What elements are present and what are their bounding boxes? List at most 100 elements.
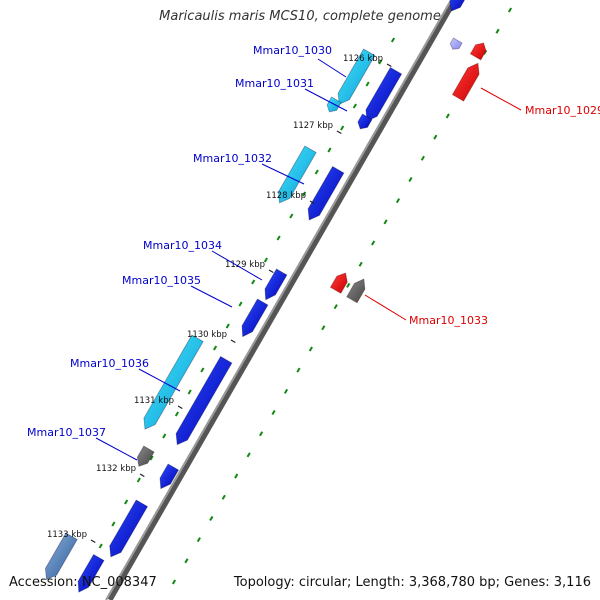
gc-dot-inner bbox=[352, 103, 357, 109]
gc-dot-inner bbox=[98, 543, 103, 549]
tick-mark bbox=[386, 63, 392, 68]
gc-dot-outer bbox=[383, 219, 388, 225]
gc-dot-inner bbox=[301, 191, 307, 197]
gc-dot-outer bbox=[507, 7, 513, 13]
gc-dot-inner bbox=[187, 389, 192, 395]
gene-label: Mmar10_1030 bbox=[253, 44, 332, 57]
gene-arrow-1030b bbox=[365, 66, 403, 122]
gene-label: Mmar10_1037 bbox=[27, 426, 106, 439]
gc-dot-inner bbox=[365, 81, 370, 87]
gc-dot-inner bbox=[390, 37, 396, 43]
tick-label: 1131 kbp bbox=[134, 396, 174, 406]
gc-dot-outer bbox=[420, 155, 425, 161]
tick-label: 1133 kbp bbox=[47, 530, 87, 540]
gc-dot-outer bbox=[234, 473, 239, 479]
gene-arrow-1029-cap bbox=[469, 42, 487, 61]
gc-dot-inner bbox=[289, 213, 294, 219]
genome-backbone bbox=[107, 0, 458, 600]
tick-label: 1129 kbp bbox=[225, 260, 265, 270]
gene-arrow-top-c bbox=[449, 37, 463, 50]
gc-dot-outer bbox=[209, 515, 214, 521]
gene-arrow-1032b bbox=[307, 165, 345, 221]
gene-leader-line bbox=[138, 368, 181, 392]
gc-dot-inner bbox=[162, 433, 167, 439]
gene-arrow-1030 bbox=[337, 48, 376, 105]
map-title: Maricaulis maris MCS10, complete genome bbox=[159, 9, 441, 24]
gene-arrow-1037 bbox=[159, 463, 180, 490]
gene-arrow-top-b bbox=[449, 0, 465, 12]
gc-dot-inner bbox=[225, 323, 230, 329]
features-layer bbox=[44, 0, 487, 593]
gene-leader-line bbox=[211, 250, 263, 281]
gene-arrow-1029 bbox=[451, 62, 480, 102]
gene-label: Mmar10_1035 bbox=[122, 274, 201, 287]
gene-leader-line bbox=[261, 163, 305, 185]
tick-label: 1126 kbp bbox=[343, 54, 383, 64]
gc-dot-outer bbox=[259, 431, 264, 437]
gene-label: Mmar10_1036 bbox=[70, 357, 149, 370]
gc-dot-outer bbox=[433, 134, 438, 140]
gc-dot-inner bbox=[111, 521, 116, 527]
gene-arrow-1039b bbox=[77, 553, 105, 593]
gene-arrow-1036b bbox=[175, 355, 233, 446]
gene-leader-line bbox=[317, 58, 347, 78]
gene-leader-line bbox=[480, 87, 522, 111]
tick-mark bbox=[336, 130, 342, 135]
gene-arrow-1035 bbox=[241, 298, 269, 338]
gene-leader-line bbox=[95, 437, 138, 461]
ticks-layer: 1126 kbp 1127 kbp 1128 kbp 1129 kbp 1130 kbp… bbox=[47, 54, 392, 544]
gc-dot-outer bbox=[246, 452, 251, 458]
tick-mark bbox=[90, 539, 96, 544]
gc-dot-inner bbox=[340, 125, 345, 131]
gc-dot-outer bbox=[221, 494, 226, 500]
tick-mark bbox=[268, 269, 274, 274]
gc-dot-inner bbox=[238, 301, 243, 307]
tick-label: 1132 kbp bbox=[96, 464, 136, 474]
gc-dot-inner bbox=[136, 477, 141, 483]
gc-dot-outer bbox=[371, 240, 376, 246]
gene-label: Mmar10_1033 bbox=[409, 314, 488, 327]
gc-dot-inner bbox=[200, 367, 205, 373]
gene-arrow-1033 bbox=[329, 272, 348, 294]
tick-mark bbox=[177, 405, 183, 410]
gc-dot-inner bbox=[378, 59, 383, 65]
gene-arrow-1033b bbox=[346, 278, 366, 304]
gc-dot-outer bbox=[321, 325, 326, 331]
gene-leader-line bbox=[304, 88, 348, 112]
gene-arrow-1037-grey bbox=[136, 445, 155, 467]
tick-label: 1127 kbp bbox=[293, 121, 333, 131]
gene-label: Mmar10_1029 bbox=[525, 104, 600, 117]
gene-arrow-1032 bbox=[277, 145, 317, 204]
gene-labels-layer: Mmar10_1029Mmar10_1030Mmar10_1031Mmar10_… bbox=[27, 44, 600, 461]
gc-dot-outer bbox=[308, 346, 313, 352]
gc-dot-outer bbox=[445, 113, 450, 119]
tick-mark bbox=[230, 339, 236, 344]
gene-leader-line bbox=[190, 285, 233, 308]
gc-dot-outer bbox=[271, 410, 276, 416]
gc-skew-dots-layer bbox=[85, 7, 513, 585]
accession-text: Accession: NC_008347 bbox=[9, 575, 157, 590]
gc-dot-outer bbox=[333, 304, 338, 310]
gc-dot-outer bbox=[184, 558, 189, 564]
tick-mark bbox=[309, 200, 315, 205]
gc-dot-outer bbox=[346, 282, 351, 288]
gene-leader-line bbox=[364, 294, 407, 321]
tick-mark bbox=[139, 473, 145, 478]
gc-dot-outer bbox=[395, 198, 401, 204]
gc-dot-inner bbox=[327, 147, 332, 153]
gc-dot-outer bbox=[358, 261, 363, 267]
gene-arrow-1034 bbox=[264, 268, 288, 301]
backbone-layer bbox=[105, 0, 458, 600]
gene-arrow-1039 bbox=[44, 532, 78, 581]
gene-label: Mmar10_1034 bbox=[143, 239, 222, 252]
gc-dot-outer bbox=[283, 388, 289, 394]
gc-dot-inner bbox=[276, 235, 281, 241]
gc-dot-outer bbox=[296, 367, 301, 373]
gc-dot-inner bbox=[149, 455, 154, 461]
tick-label: 1130 kbp bbox=[187, 330, 227, 340]
gene-arrow-1038 bbox=[109, 499, 149, 558]
gc-dot-inner bbox=[174, 411, 180, 417]
tick-label: 1128 kbp bbox=[266, 191, 306, 201]
